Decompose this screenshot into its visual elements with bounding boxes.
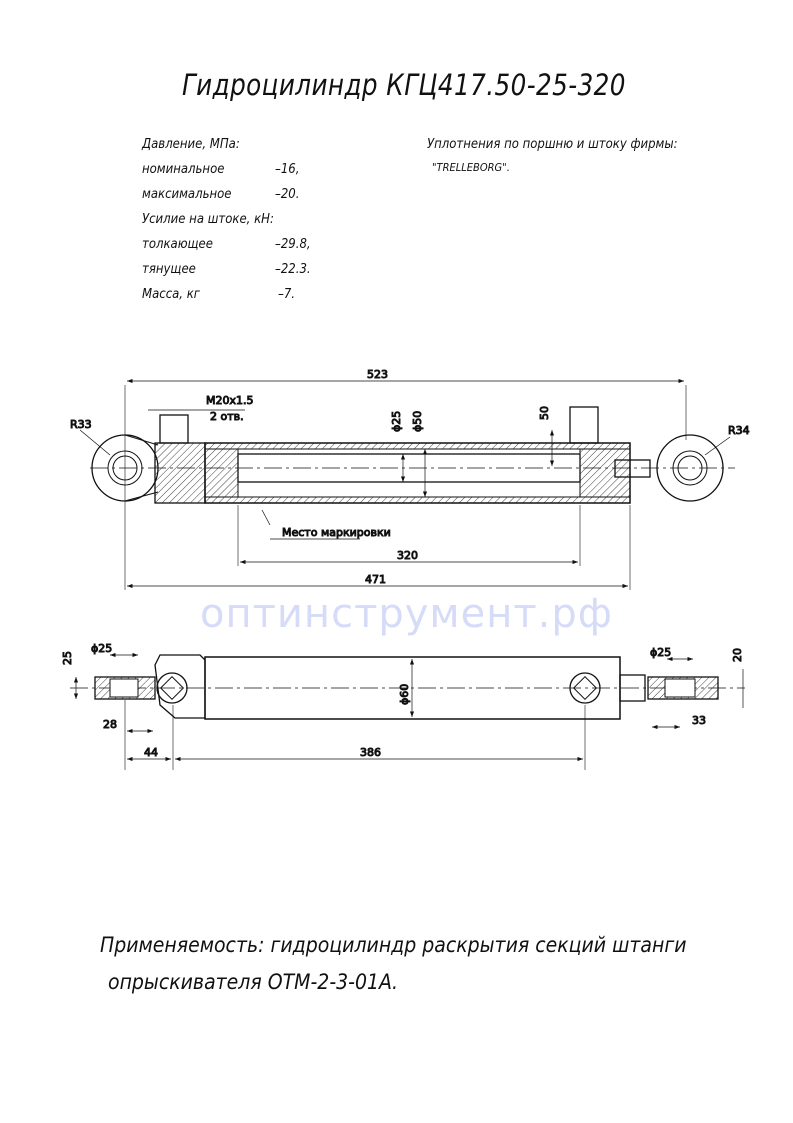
dim-left-pin: ϕ25 xyxy=(91,642,112,655)
marking-label: Место маркировки xyxy=(282,526,391,539)
thread-count: 2 отв. xyxy=(210,410,244,423)
dim-rod-diameter: ϕ25 xyxy=(390,411,403,432)
force-header: Усилие на штоке, кН: xyxy=(142,212,274,227)
dim-port: 50 xyxy=(538,406,551,420)
dim-28: 28 xyxy=(103,718,117,731)
dim-body: 471 xyxy=(365,573,386,586)
dim-33: 33 xyxy=(692,714,706,727)
watermark: оптинструмент.рф xyxy=(200,591,613,637)
max-value: –20. xyxy=(275,187,300,202)
nominal-value: –16, xyxy=(275,162,300,177)
right-eye xyxy=(656,434,724,502)
dim-overall: 523 xyxy=(367,368,388,381)
pressure-header: Давление, МПа: xyxy=(142,137,240,152)
applicability-line1: Применяемость: гидроцилиндр раскрытия се… xyxy=(100,933,687,957)
applicability-line2: опрыскивателя ОТМ-2-3-01А. xyxy=(108,970,398,994)
dim-386: 386 xyxy=(360,746,381,759)
push-label: толкающее xyxy=(142,237,213,252)
dim-bore-diameter: ϕ50 xyxy=(411,411,424,432)
page-title: Гидроцилиндр КГЦ417.50-25-320 xyxy=(182,68,626,102)
max-label: максимальное xyxy=(142,187,232,202)
pull-value: –22.3. xyxy=(275,262,311,277)
mass-value: –7. xyxy=(278,287,296,302)
radius-right: R34 xyxy=(728,424,750,437)
dim-right-pin: ϕ25 xyxy=(650,646,671,659)
dim-tube-diameter: ϕ60 xyxy=(398,684,411,705)
seals-line2: "TRELLEBORG". xyxy=(432,161,510,174)
dim-20: 20 xyxy=(731,648,744,662)
radius-left: R33 xyxy=(70,418,92,431)
thread-label: M20x1.5 xyxy=(206,394,254,407)
side-view: ϕ25 ϕ25 ϕ60 25 20 28 33 44 386 xyxy=(61,642,745,770)
nominal-label: номинальное xyxy=(142,162,225,177)
dim-stroke: 320 xyxy=(397,549,418,562)
dim-25: 25 xyxy=(61,651,74,665)
pull-label: тянущее xyxy=(142,262,196,277)
section-view: 523 471 320 M20x1.5 2 отв. R33 R34 Место… xyxy=(70,368,750,590)
seals-line1: Уплотнения по поршню и штоку фирмы: xyxy=(427,137,678,152)
push-value: –29.8, xyxy=(275,237,311,252)
mass-label: Масса, кг xyxy=(142,287,200,302)
dim-44: 44 xyxy=(144,746,158,759)
